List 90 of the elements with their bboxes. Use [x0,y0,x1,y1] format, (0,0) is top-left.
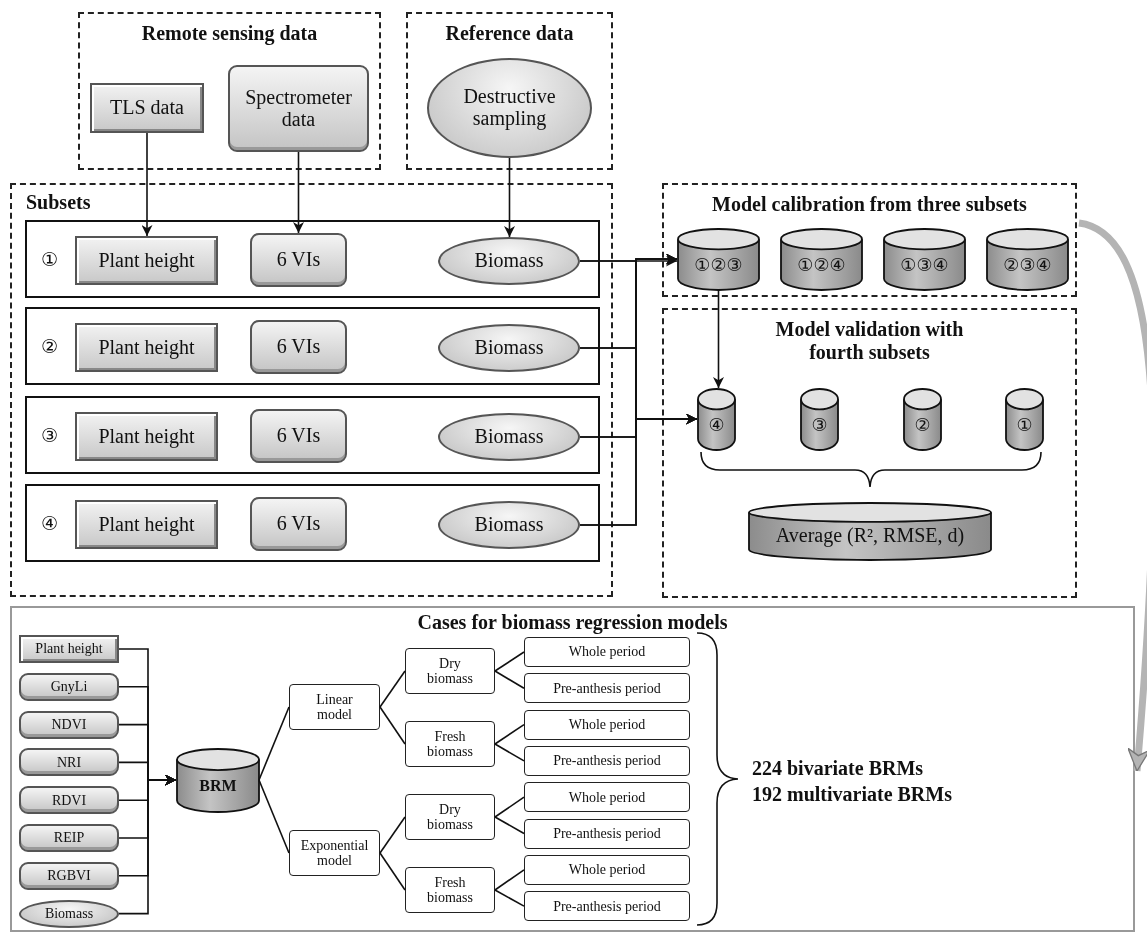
rounded-box: RDVI [19,786,119,815]
connector-line [494,889,525,907]
ellipse-node: Destructive sampling [427,58,592,158]
dashed-group-frame [406,12,613,170]
process-box: Whole period [524,709,690,740]
connector-line [494,743,525,762]
arrow [118,774,177,915]
ellipse-node: Biomass [19,899,119,928]
database-cylinder: ① [1005,388,1044,450]
connector-line [494,651,525,672]
arrow [293,151,304,234]
connector-line [379,670,406,708]
arrow [713,289,724,389]
database-cylinder: ③ [800,388,839,450]
arrow [504,157,515,238]
rounded-box: 6 VIs [250,233,347,287]
rounded-box: 6 VIs [250,409,347,463]
database-cylinder: ①②③ [677,228,760,290]
connector-line [494,670,525,690]
summary-text: 192 multivariate BRMs [752,783,952,806]
summary-text: 224 bivariate BRMs [752,757,924,780]
group-frame [10,606,1135,932]
rounded-box: REIP [19,824,119,852]
subset-row-frame [25,484,600,562]
connector-line [379,852,406,891]
connector-line [494,723,525,745]
ellipse-node: Biomass [438,501,580,549]
rectangle-box: Plant height [75,412,218,461]
rounded-box: RGBVI [19,861,119,890]
subset-row-frame [25,307,600,385]
rectangle-box: Plant height [75,500,218,549]
rounded-box: 6 VIs [250,497,347,551]
group-heading: Cases for biomass regression models [416,611,729,634]
row-number: ④ [41,512,59,534]
dashed-group-frame [10,183,613,597]
ellipse-node: Biomass [438,413,580,461]
group-heading: Model calibration from three subsets [711,193,1028,216]
subset-row-frame [25,220,600,298]
process-box: Exponential model [289,830,380,876]
process-box: Whole period [524,854,690,885]
arrow [141,132,153,237]
rounded-box: Spectrometer data [228,65,369,152]
rounded-box: GnyLi [19,672,119,701]
ellipse-node: Biomass [438,324,580,372]
process-box: Dry biomass [405,794,495,840]
database-cylinder: ①③④ [883,228,966,290]
connector-line [494,816,525,835]
group-heading: Subsets [26,191,91,214]
process-box: Linear model [289,684,380,730]
rounded-box: 6 VIs [250,320,347,374]
database-cylinder: ①②④ [780,228,863,290]
database-cylinder: BRM [176,748,260,812]
connector-line [379,816,406,854]
process-box: Fresh biomass [405,867,495,913]
connector-line [258,779,290,854]
ellipse-node: Biomass [438,237,580,285]
rounded-box: NDVI [19,710,119,739]
row-number: ③ [41,424,59,446]
group-heading: Model validation with fourth subsets [774,318,965,364]
connector-line [379,706,406,745]
database-cylinder: ④ [697,388,736,450]
connector-line [258,706,290,781]
group-heading: Remote sensing data [140,22,319,45]
dashed-group-frame [78,12,381,170]
dashed-group-frame [662,308,1077,598]
database-cylinder: ②③④ [986,228,1069,290]
connector-line [494,869,525,891]
rectangle-box: TLS data [90,83,204,133]
database-cylinder: Average (R², RMSE, d) [748,502,992,560]
rectangle-box: Plant height [75,236,218,285]
rectangle-box: Plant height [75,323,218,372]
arrow [579,413,698,526]
process-box: Pre-anthesis period [524,745,690,776]
rectangle-box: Plant height [19,635,119,663]
subset-row-frame [25,396,600,474]
process-box: Pre-anthesis period [524,673,690,704]
process-box: Fresh biomass [405,721,495,767]
rounded-box: NRI [19,748,119,777]
connector-line [494,796,525,818]
process-box: Whole period [524,637,690,667]
database-cylinder: ② [903,388,942,450]
curved-arrow [1077,219,1147,772]
dashed-group-frame [662,183,1077,297]
process-box: Pre-anthesis period [524,818,690,849]
process-box: Dry biomass [405,648,495,694]
group-heading: Reference data [444,22,575,45]
row-number: ② [41,335,59,357]
process-box: Pre-anthesis period [524,891,690,922]
row-number: ① [41,248,59,270]
process-box: Whole period [524,782,690,813]
